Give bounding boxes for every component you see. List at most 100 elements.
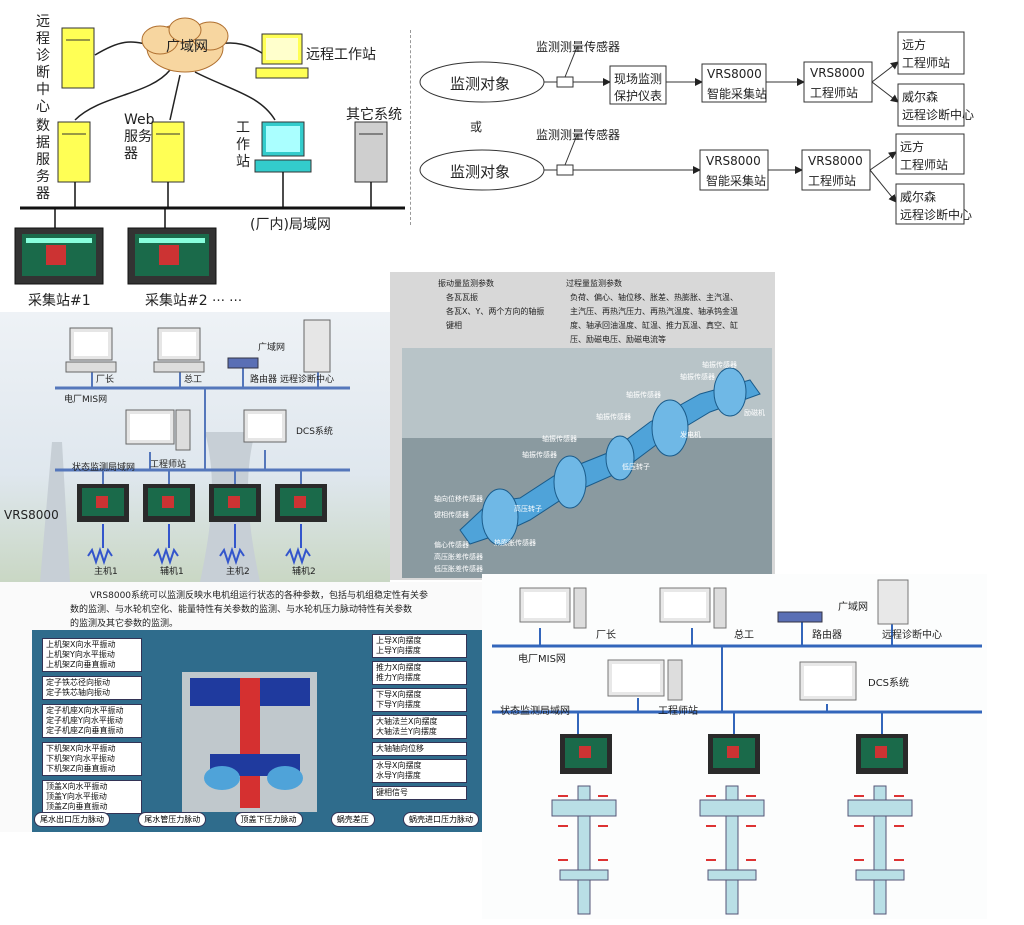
bottom-param-item: 蜗壳差压 — [330, 812, 375, 827]
rotor-hp-label: 高压转子 — [514, 505, 542, 513]
remote-center-label: 远程诊断中心 — [36, 14, 50, 115]
left-item: 顶盖Z向垂直振动 — [46, 802, 108, 811]
eng-station-label-6: 工程师站 — [658, 706, 698, 717]
wil-a-l2: 远程诊断中心 — [902, 108, 975, 122]
sensor-label-5: 轴振传感器 — [542, 435, 577, 443]
proc-l1: 负荷、偏心、轴位移、胀差、热膨胀、主汽温、 — [570, 293, 738, 302]
left-group: 下机架X向水平振动下机架Y向水平振动下机架Z向垂直振动 — [42, 742, 142, 776]
data-server-label: 数据服务器 — [36, 118, 50, 202]
right-group: 下导X向摆度下导Y向摆度 — [372, 688, 467, 712]
monitoring-flow-graphic — [419, 31, 965, 225]
wil-b-l1: 威尔森 — [900, 190, 937, 204]
remote-center-pc-icon — [303, 319, 331, 373]
sensor-b: 监测测量传感器 — [536, 128, 621, 142]
chief-engineer-pc-icon — [153, 327, 205, 373]
generator-label: 发电机 — [680, 431, 701, 439]
bottom-param-list: 尾水出口压力脉动尾水管压力脉动顶盖下压力脉动蜗壳差压蜗壳进口压力脉动 — [34, 812, 479, 827]
bottom-param-item: 顶盖下压力脉动 — [234, 812, 303, 827]
axial-disp-label: 轴向位移传感器 — [434, 495, 483, 503]
eng-b-l2: 工程师站 — [808, 174, 857, 188]
left-item: 顶盖X向水平振动 — [46, 782, 108, 791]
or-label: 或 — [470, 120, 483, 134]
vrs-a-l1: VRS8000 — [707, 67, 762, 81]
station2-label: 采集站#2 — [145, 293, 208, 309]
right-item: 水导Y向摆度 — [376, 771, 421, 780]
machine-3-label: 主机2 — [226, 567, 250, 577]
wan-label: 广域网 — [166, 39, 208, 55]
right-group: 大轴法兰X向摆度大轴法兰Y向摆度 — [372, 715, 467, 739]
left-item: 定子机座Z向垂直振动 — [46, 726, 124, 735]
ellipsis-label: … … — [212, 290, 243, 305]
mis-label: 电厂MIS网 — [64, 395, 108, 405]
far-a-l2: 工程师站 — [902, 56, 951, 70]
left-item: 下机架Y向水平振动 — [46, 754, 115, 763]
router-label-6: 路由器 — [812, 630, 842, 641]
right-item: 推力X向摆度 — [376, 663, 422, 672]
right-group: 推力X向摆度推力Y向摆度 — [372, 661, 467, 685]
bottom-param-item: 蜗壳进口压力脉动 — [403, 812, 479, 827]
keyphasor-label: 键相传感器 — [434, 511, 469, 519]
vrs-b-l1: VRS8000 — [706, 154, 761, 168]
chief-pc-icon-6 — [659, 587, 727, 629]
eng-station-label: 工程师站 — [150, 460, 187, 470]
panel-hydro-parameters: VRS8000系统可以监测反映水电机组运行状态的各种参数，包括与机组稳定性有关参… — [0, 582, 482, 832]
desc-line-3: 的监测及其它参数的监测。 — [70, 619, 179, 629]
panel-monitoring-flow: 监测对象 监测测量传感器 现场监测 保护仪表 VRS8000 智能采集站 VRS… — [412, 22, 978, 227]
workstation-label: 工作站 — [236, 120, 250, 170]
right-item: 键相信号 — [376, 788, 408, 797]
dcs-label: DCS系统 — [296, 427, 333, 437]
hydro-unit-graphic — [182, 672, 317, 812]
web-server-label: Web服务器 — [124, 112, 155, 162]
proc-l3: 度、轴承回油温度、缸温、推力瓦温、真空、缸 — [570, 321, 738, 330]
left-group: 定子机座X向水平振动定子机座Y向水平振动定子机座Z向垂直振动 — [42, 704, 142, 738]
wan-label-3: 广域网 — [258, 343, 286, 353]
state-network-graphic — [492, 579, 982, 915]
router-icon-6 — [777, 611, 823, 623]
right-item: 上导X向摆度 — [376, 636, 422, 645]
sensor-label-1: 轴振传感器 — [702, 361, 737, 369]
machine-4-label: 辅机2 — [292, 567, 316, 577]
far-b-l2: 工程师站 — [900, 158, 949, 172]
right-item: 下导Y向摆度 — [376, 700, 421, 709]
proc-l2: 主汽压、再热汽压力、再热汽温度、轴承钨金温 — [570, 307, 738, 316]
object-a: 监测对象 — [450, 75, 511, 93]
vrs-label: VRS8000 — [4, 508, 59, 522]
hydro-shaft-icons — [551, 785, 913, 915]
right-item: 水导X向摆度 — [376, 761, 422, 770]
eng-station-pc-icon-6 — [607, 659, 683, 701]
desc-line-1: VRS8000系统可以监测反映水电机组运行状态的各种参数，包括与机组稳定性有关参 — [90, 591, 429, 601]
remote-center-label-6: 远程诊断中心 — [882, 630, 942, 641]
left-group: 上机架X向水平振动上机架Y向水平振动上机架Z向垂直振动 — [42, 638, 142, 672]
other-systems-label: 其它系统 — [346, 107, 402, 123]
router-label: 路由器 — [250, 375, 278, 385]
manager-label-6: 厂长 — [596, 630, 616, 641]
eccentric-label: 偏心传感器 — [434, 541, 469, 549]
field-instrument-l1: 现场监测 — [614, 72, 663, 86]
panel-state-monitoring-network: 厂长 总工 路由器 广域网 远程诊断中心 电厂MIS网 DCS系统 状态监测局域… — [482, 574, 987, 919]
vrs-unit-4-icon — [275, 484, 327, 522]
proc-l4: 压、励磁电压、励磁电流等 — [570, 335, 666, 344]
dcs-monitor-icon-6 — [799, 661, 857, 701]
panel-plant-network: 厂长 总工 路由器 广域网 远程诊断中心 电厂MIS网 DCS系统 工程师站 状… — [0, 312, 390, 582]
right-item: 下导X向摆度 — [376, 690, 422, 699]
machine-2-label: 辅机1 — [160, 567, 184, 577]
bottom-param-item: 尾水出口压力脉动 — [34, 812, 110, 827]
manager-label: 厂长 — [96, 375, 115, 385]
network-topology-graphic — [14, 17, 405, 285]
machine-signal-icons — [87, 524, 311, 566]
desc-line-2: 数的监测、与水轮机空化、能量特性有关参数的监测、与水轮机压力脉动特性有关参数 — [70, 605, 413, 615]
right-param-list: 上导X向摆度上导Y向摆度推力X向摆度推力Y向摆度下导X向摆度下导Y向摆度大轴法兰… — [372, 634, 467, 803]
left-item: 顶盖Y向水平振动 — [46, 792, 107, 801]
sensor-label-3: 轴振传感器 — [626, 391, 661, 399]
left-param-list: 上机架X向水平振动上机架Y向水平振动上机架Z向垂直振动定子铁芯径向振动定子铁芯轴… — [42, 638, 142, 818]
mis-label-6: 电厂MIS网 — [518, 654, 566, 665]
left-item: 上机架Y向水平振动 — [46, 650, 115, 659]
right-group: 上导X向摆度上导Y向摆度 — [372, 634, 467, 658]
sensor-label-4: 轴振传感器 — [596, 413, 631, 421]
engineer-station-pc-icon — [125, 409, 191, 451]
acquisition-station-1-icon — [14, 227, 104, 285]
object-b: 监测对象 — [450, 163, 511, 181]
remote-center-pc-icon-6 — [877, 579, 909, 625]
hp-diff-label: 高压胀差传感器 — [434, 553, 483, 561]
turbine-shaft-graphic — [402, 348, 772, 578]
